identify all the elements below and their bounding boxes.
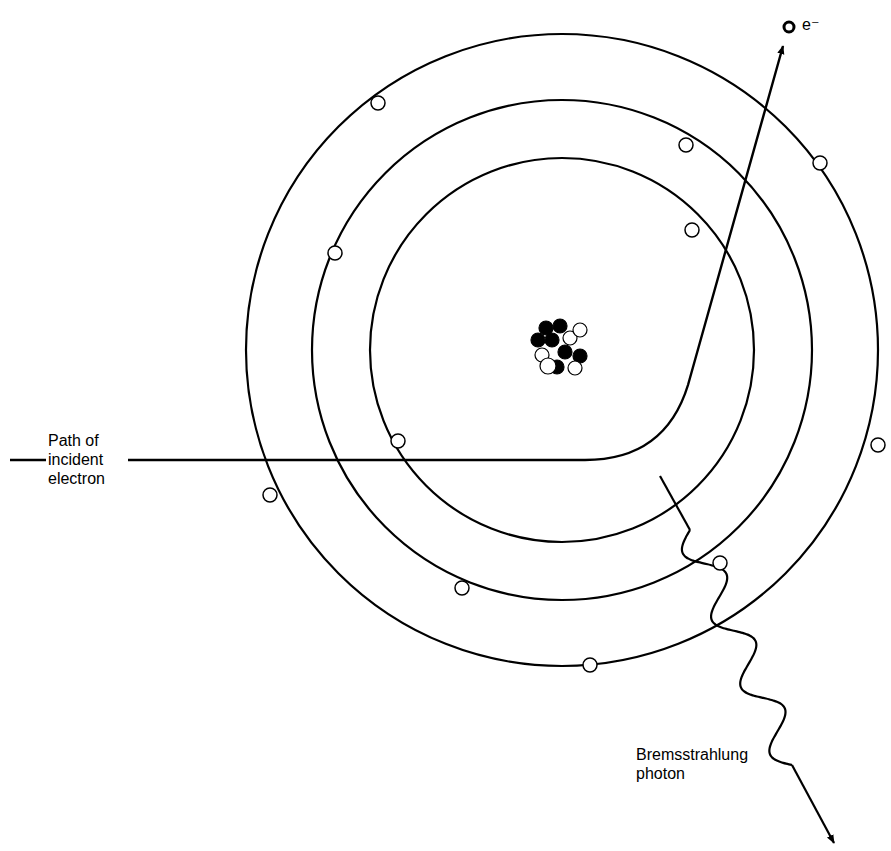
electron <box>263 488 277 502</box>
label-text: e⁻ <box>800 14 821 35</box>
scattered-electron <box>784 22 794 32</box>
electron <box>583 658 597 672</box>
electron <box>371 96 385 110</box>
nucleon <box>558 345 572 359</box>
nucleus <box>531 319 587 375</box>
label-text: Path of incident electron <box>46 430 128 489</box>
inner-shell <box>370 158 754 542</box>
incident-electron-path <box>10 46 783 460</box>
nucleon <box>553 319 567 333</box>
electron <box>328 246 342 260</box>
photon-start <box>660 476 690 530</box>
photon-arrow <box>792 765 834 843</box>
electron-shells <box>246 34 878 666</box>
electron <box>455 581 469 595</box>
nucleon <box>531 333 545 347</box>
electron <box>679 138 693 152</box>
nucleon <box>573 323 587 337</box>
nucleon <box>540 358 556 374</box>
photon-wave <box>682 530 792 765</box>
electron <box>713 556 727 570</box>
electron <box>685 223 699 237</box>
outer-shell <box>246 34 878 666</box>
middle-shell <box>312 100 812 600</box>
electron <box>871 438 885 452</box>
nucleon <box>568 361 582 375</box>
orbital-electrons <box>263 96 885 672</box>
nucleon <box>545 333 559 347</box>
electron <box>391 434 405 448</box>
electron <box>813 156 827 170</box>
label-text: Bremsstrahlung photon <box>634 744 766 784</box>
